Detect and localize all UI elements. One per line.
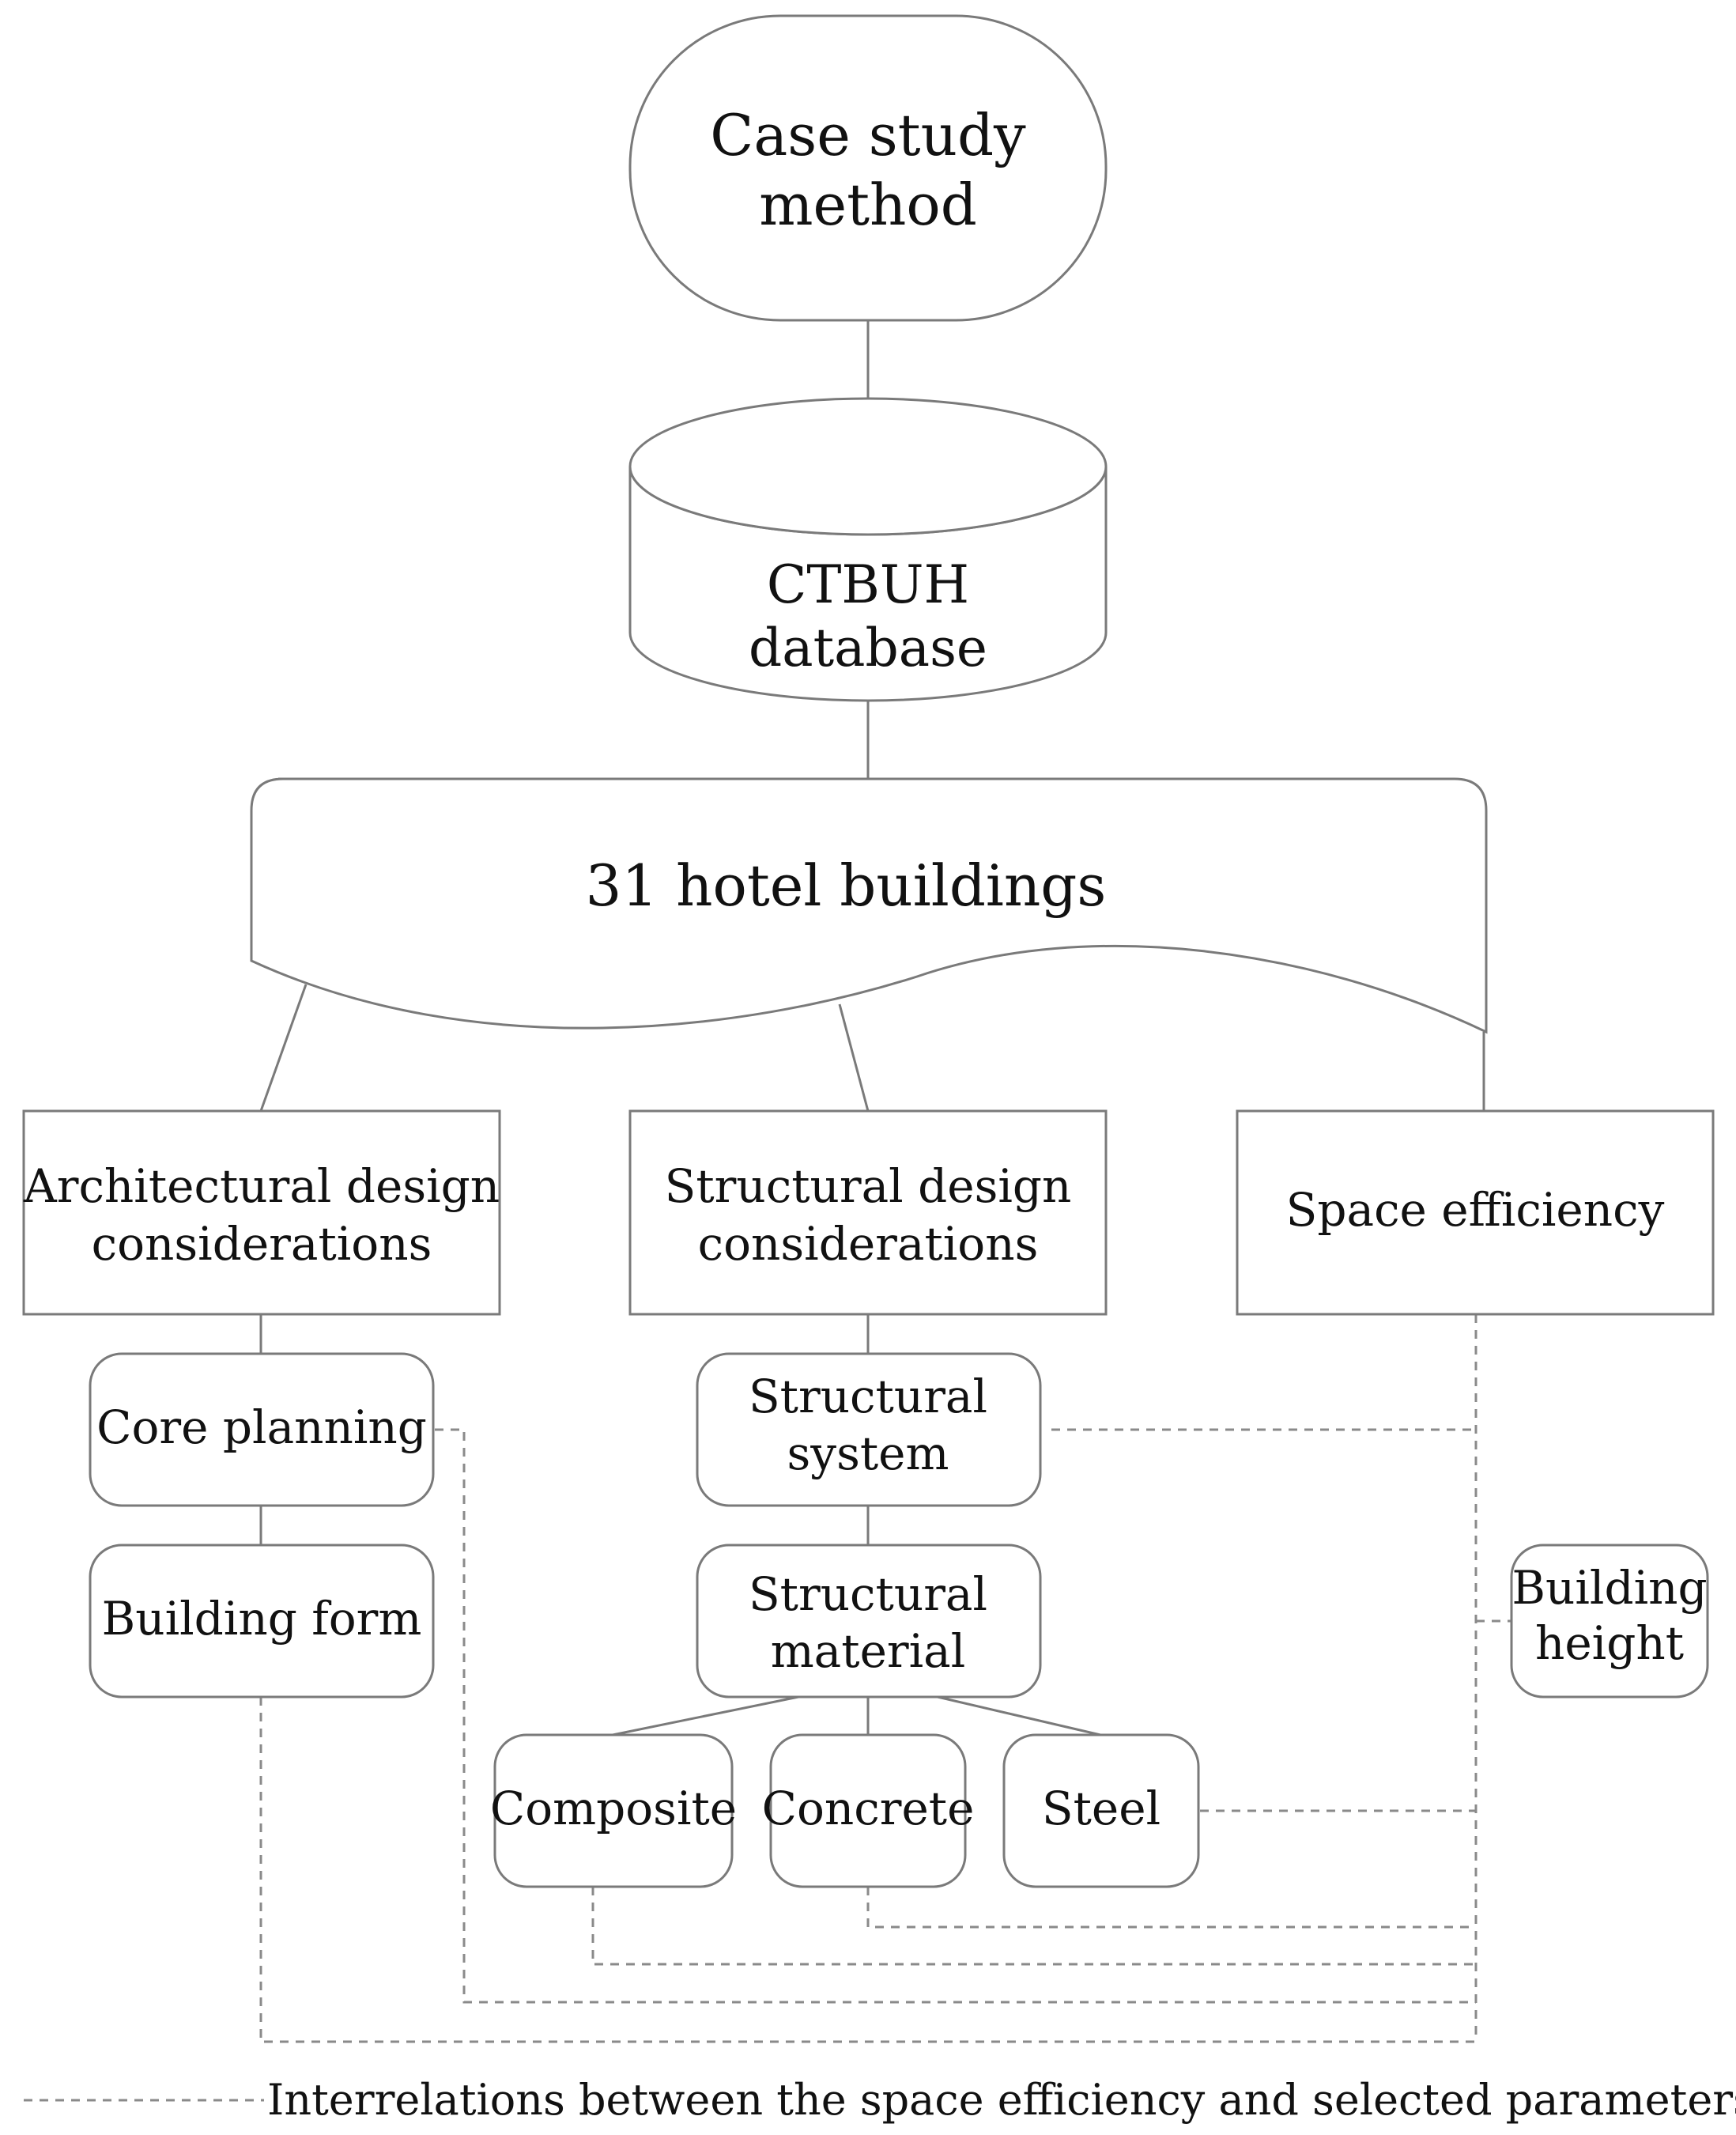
- node-ctbuh-database: CTBUH database: [628, 397, 1108, 702]
- core-planning-box: [89, 1352, 435, 1507]
- case-study-line1: Case study: [710, 102, 1026, 168]
- core-planning-label: Core planning: [96, 1400, 427, 1454]
- connector-hotels-to-architectural: [259, 984, 308, 1112]
- structural-material-line2: material: [771, 1624, 966, 1678]
- structural-system-line2: system: [787, 1426, 949, 1480]
- node-concrete: Concrete: [762, 1733, 975, 1888]
- structural-material-box: [696, 1544, 1042, 1699]
- building-height-box: [1510, 1544, 1709, 1699]
- building-form-label: Building form: [102, 1592, 422, 1646]
- database-line1: CTBUH: [767, 554, 969, 615]
- building-height-line2: height: [1535, 1616, 1684, 1670]
- hotels-label: 31 hotel buildings: [586, 852, 1107, 919]
- composite-label: Composite: [490, 1782, 737, 1835]
- concrete-label: Concrete: [762, 1782, 975, 1835]
- database-line2: database: [749, 618, 987, 678]
- building-form-box: [89, 1544, 435, 1699]
- dashed-composite-link: [591, 1887, 1476, 1966]
- space-efficiency-box: [1236, 1109, 1715, 1316]
- dashed-interrelations: [259, 1314, 1511, 2043]
- node-structural-design: Structural design considerations: [628, 1109, 1108, 1316]
- node-core-planning: Core planning: [89, 1352, 435, 1507]
- node-hotel-buildings: 31 hotel buildings: [250, 777, 1488, 1034]
- architectural-box: [22, 1109, 501, 1316]
- building-height-line1: Building: [1511, 1561, 1707, 1615]
- steel-label: Steel: [1042, 1782, 1160, 1835]
- structural-line2: considerations: [698, 1217, 1039, 1271]
- structural-system-box: [696, 1352, 1042, 1507]
- steel-box: [1002, 1733, 1200, 1888]
- structural-line1: Structural design: [665, 1159, 1072, 1213]
- connector-material-to-steel: [937, 1695, 1101, 1736]
- dashed-building-form-link: [259, 1697, 1476, 2043]
- connector-hotels-to-structural: [838, 1003, 870, 1112]
- node-structural-system: Structural system: [696, 1352, 1042, 1507]
- hotels-document-shape: [250, 777, 1488, 1034]
- dashed-core-planning-link: [435, 1428, 1476, 2004]
- architectural-line2: considerations: [92, 1217, 432, 1271]
- node-building-height: Building height: [1510, 1544, 1709, 1699]
- space-efficiency-label: Space efficiency: [1286, 1183, 1665, 1237]
- node-space-efficiency: Space efficiency: [1236, 1109, 1715, 1316]
- composite-box: [493, 1733, 734, 1888]
- concrete-box: [769, 1733, 967, 1888]
- case-study-line2: method: [759, 172, 977, 238]
- structural-system-line1: Structural: [749, 1370, 987, 1423]
- structural-box: [628, 1109, 1108, 1316]
- node-steel: Steel: [1002, 1733, 1200, 1888]
- solid-connectors: [259, 320, 1485, 1736]
- connector-material-to-composite: [612, 1695, 799, 1736]
- node-case-study-method: Case study method: [628, 14, 1108, 322]
- dashed-concrete-link: [866, 1887, 1476, 1929]
- case-study-shape: [628, 14, 1108, 322]
- node-composite: Composite: [490, 1733, 737, 1888]
- node-architectural-design: Architectural design considerations: [22, 1109, 501, 1316]
- node-building-form: Building form: [89, 1544, 435, 1699]
- node-structural-material: Structural material: [696, 1544, 1042, 1699]
- legend-label: Interrelations between the space efficie…: [267, 2075, 1736, 2125]
- database-cylinder-top: [628, 397, 1108, 536]
- structural-material-line1: Structural: [749, 1567, 987, 1621]
- legend: Interrelations between the space efficie…: [24, 2075, 1736, 2125]
- architectural-line1: Architectural design: [23, 1159, 500, 1213]
